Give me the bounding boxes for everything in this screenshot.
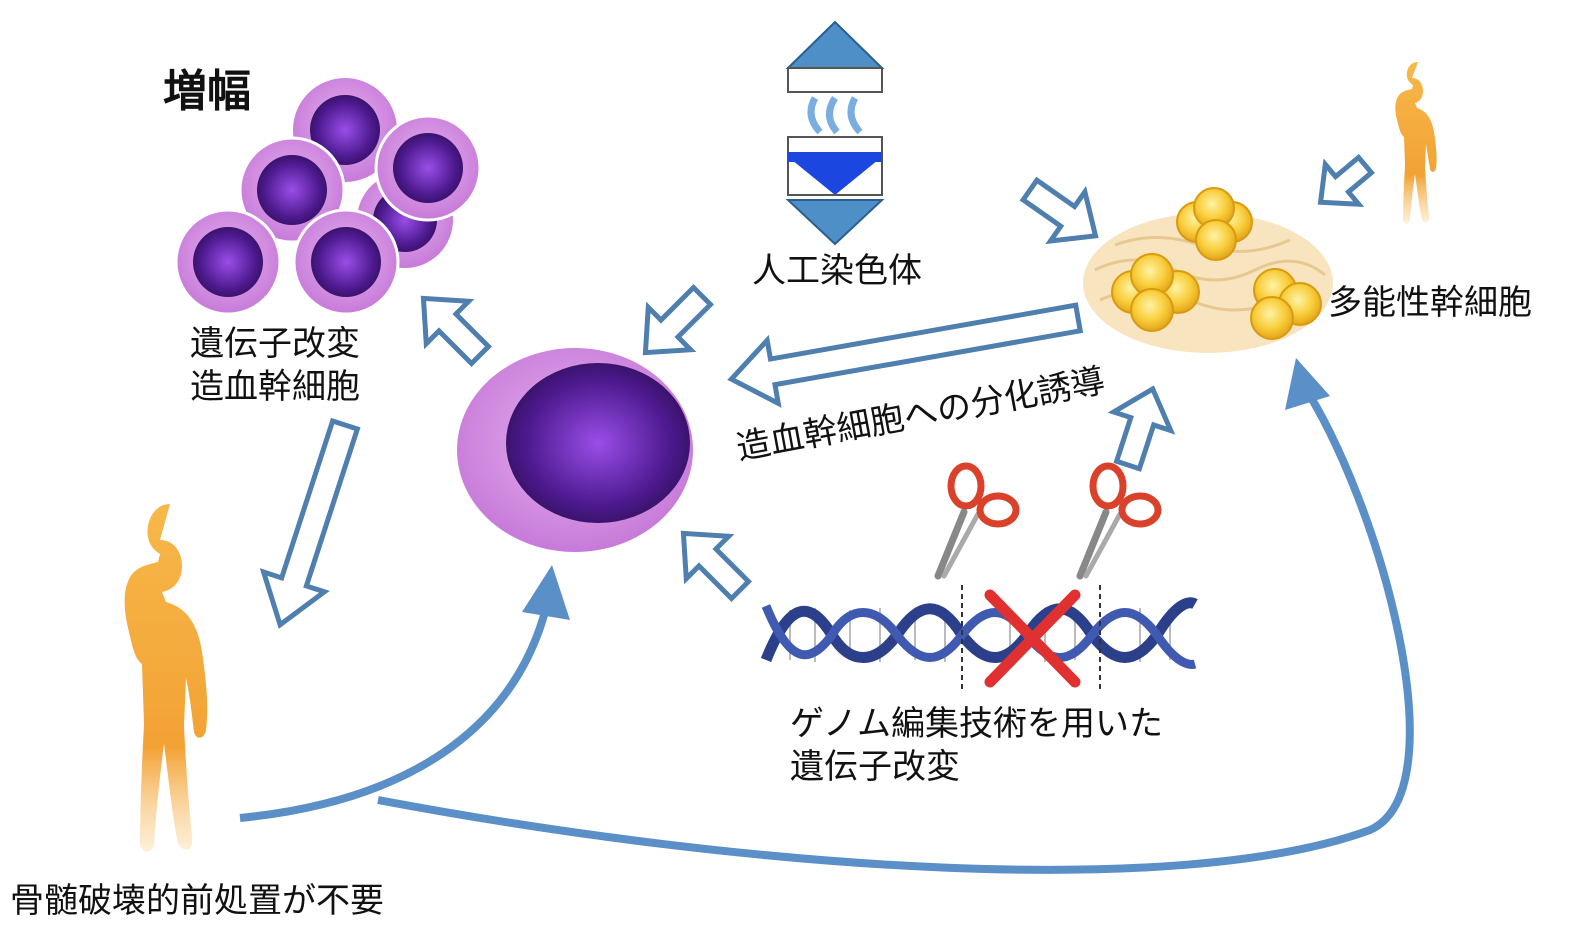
arrow-chromosome-to-psc bbox=[1019, 176, 1099, 245]
scissors-icon bbox=[1076, 462, 1162, 580]
pluripotent-stem-cell-icon bbox=[1083, 187, 1333, 353]
hematopoietic-stem-cell-icon bbox=[457, 348, 693, 552]
dna-helix-icon bbox=[760, 585, 1198, 690]
genome-editing-line2: 遺伝子改変 bbox=[790, 746, 960, 787]
pluripotent-stem-cell-label: 多能性幹細胞 bbox=[1328, 283, 1532, 323]
modified-hsc-label: 遺伝子改変 造血幹細胞 bbox=[190, 323, 360, 408]
artificial-chromosome-label: 人工染色体 bbox=[752, 251, 922, 291]
curve-arrowhead-psc bbox=[1285, 358, 1330, 410]
arrow-genome-to-psc bbox=[1107, 385, 1176, 472]
arrow-cluster-to-patient bbox=[259, 417, 361, 629]
arrow-donor-to-psc bbox=[1317, 153, 1375, 207]
arrow-differentiation bbox=[727, 302, 1084, 408]
no-pretreatment-label: 骨髄破壊的前処置が不要 bbox=[10, 881, 384, 921]
curve-arrowhead-cell bbox=[522, 565, 570, 620]
human-figure-icon bbox=[124, 504, 208, 852]
cell-cluster-icon bbox=[174, 78, 482, 316]
amplification-label: 増幅 bbox=[163, 66, 251, 117]
genome-editing-line1: ゲノム編集技術を用いた bbox=[790, 704, 1163, 744]
scissors-icon bbox=[934, 462, 1020, 580]
modified-hsc-line2: 造血幹細胞 bbox=[190, 366, 360, 407]
cross-mark-icon bbox=[984, 589, 1081, 688]
chromosome-icon bbox=[785, 20, 885, 246]
curve-arrow-patient-to-psc bbox=[377, 377, 1414, 874]
arrow-genome-to-cell bbox=[680, 530, 753, 603]
curve-arrow-patient-to-cell bbox=[239, 599, 552, 822]
modified-hsc-line1: 遺伝子改変 bbox=[190, 324, 360, 364]
human-figure-small-icon bbox=[1395, 62, 1437, 224]
arrow-to-cluster bbox=[420, 295, 493, 368]
arrow-chromosome-to-cell bbox=[642, 283, 715, 356]
genome-editing-label: ゲノム編集技術を用いた 遺伝子改変 bbox=[790, 703, 1163, 788]
